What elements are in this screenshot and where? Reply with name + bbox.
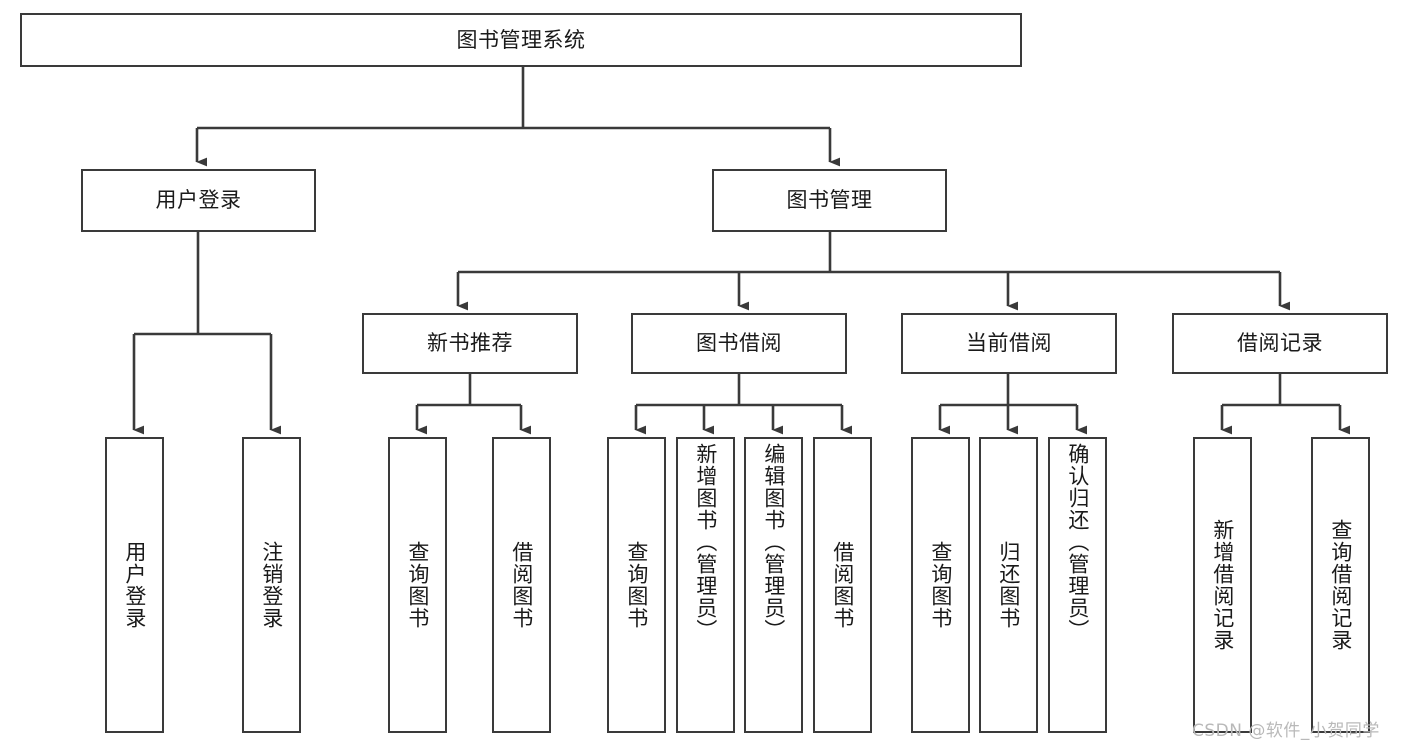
node-current-borrow[interactable]: 当前借阅 xyxy=(901,313,1117,374)
leaf-return-book[interactable]: 归还图书 xyxy=(979,437,1038,733)
leaf-borrow-book-2[interactable]: 借阅图书 xyxy=(813,437,872,733)
node-book-management-system[interactable]: 图书管理系统 xyxy=(20,13,1022,67)
node-borrow-record[interactable]: 借阅记录 xyxy=(1172,313,1388,374)
leaf-edit-book[interactable]: 编辑图书（管理员） xyxy=(744,437,803,733)
leaf-borrow-book-1[interactable]: 借阅图书 xyxy=(492,437,551,733)
leaf-label: 确认归还（管理员） xyxy=(1065,443,1090,641)
leaf-label: 归还图书 xyxy=(996,541,1021,629)
leaf-add-book[interactable]: 新增图书（管理员） xyxy=(676,437,735,733)
leaf-add-record[interactable]: 新增借阅记录 xyxy=(1193,437,1252,733)
leaf-confirm-return[interactable]: 确认归还（管理员） xyxy=(1048,437,1107,733)
node-label: 图书借阅 xyxy=(696,331,782,356)
node-label: 图书管理 xyxy=(786,188,873,213)
leaf-label: 编辑图书（管理员） xyxy=(761,443,786,641)
node-book-borrow[interactable]: 图书借阅 xyxy=(631,313,847,374)
leaf-label: 新增借阅记录 xyxy=(1210,519,1235,651)
leaf-label: 注销登录 xyxy=(259,541,284,629)
leaf-label: 查询图书 xyxy=(928,541,953,629)
leaf-label: 借阅图书 xyxy=(830,541,855,629)
node-book-manage[interactable]: 图书管理 xyxy=(712,169,947,232)
leaf-label: 查询借阅记录 xyxy=(1328,519,1353,651)
leaf-query-book-1[interactable]: 查询图书 xyxy=(388,437,447,733)
csdn-watermark: CSDN @软件_小贺同学 xyxy=(1192,721,1380,741)
node-label: 新书推荐 xyxy=(427,331,513,356)
leaf-query-record[interactable]: 查询借阅记录 xyxy=(1311,437,1370,733)
node-label: 借阅记录 xyxy=(1237,331,1323,356)
node-label: 图书管理系统 xyxy=(456,27,586,52)
node-user-login[interactable]: 用户登录 xyxy=(81,169,316,232)
leaf-query-book-3[interactable]: 查询图书 xyxy=(911,437,970,733)
node-label: 用户登录 xyxy=(155,188,242,213)
leaf-label: 新增图书（管理员） xyxy=(693,443,718,641)
leaf-user-login[interactable]: 用户登录 xyxy=(105,437,164,733)
node-label: 当前借阅 xyxy=(966,331,1052,356)
leaf-logout-login[interactable]: 注销登录 xyxy=(242,437,301,733)
leaf-label: 查询图书 xyxy=(624,541,649,629)
node-new-book-recommend[interactable]: 新书推荐 xyxy=(362,313,578,374)
leaf-label: 用户登录 xyxy=(122,541,147,629)
leaf-query-book-2[interactable]: 查询图书 xyxy=(607,437,666,733)
leaf-label: 借阅图书 xyxy=(509,541,534,629)
leaf-label: 查询图书 xyxy=(405,541,430,629)
